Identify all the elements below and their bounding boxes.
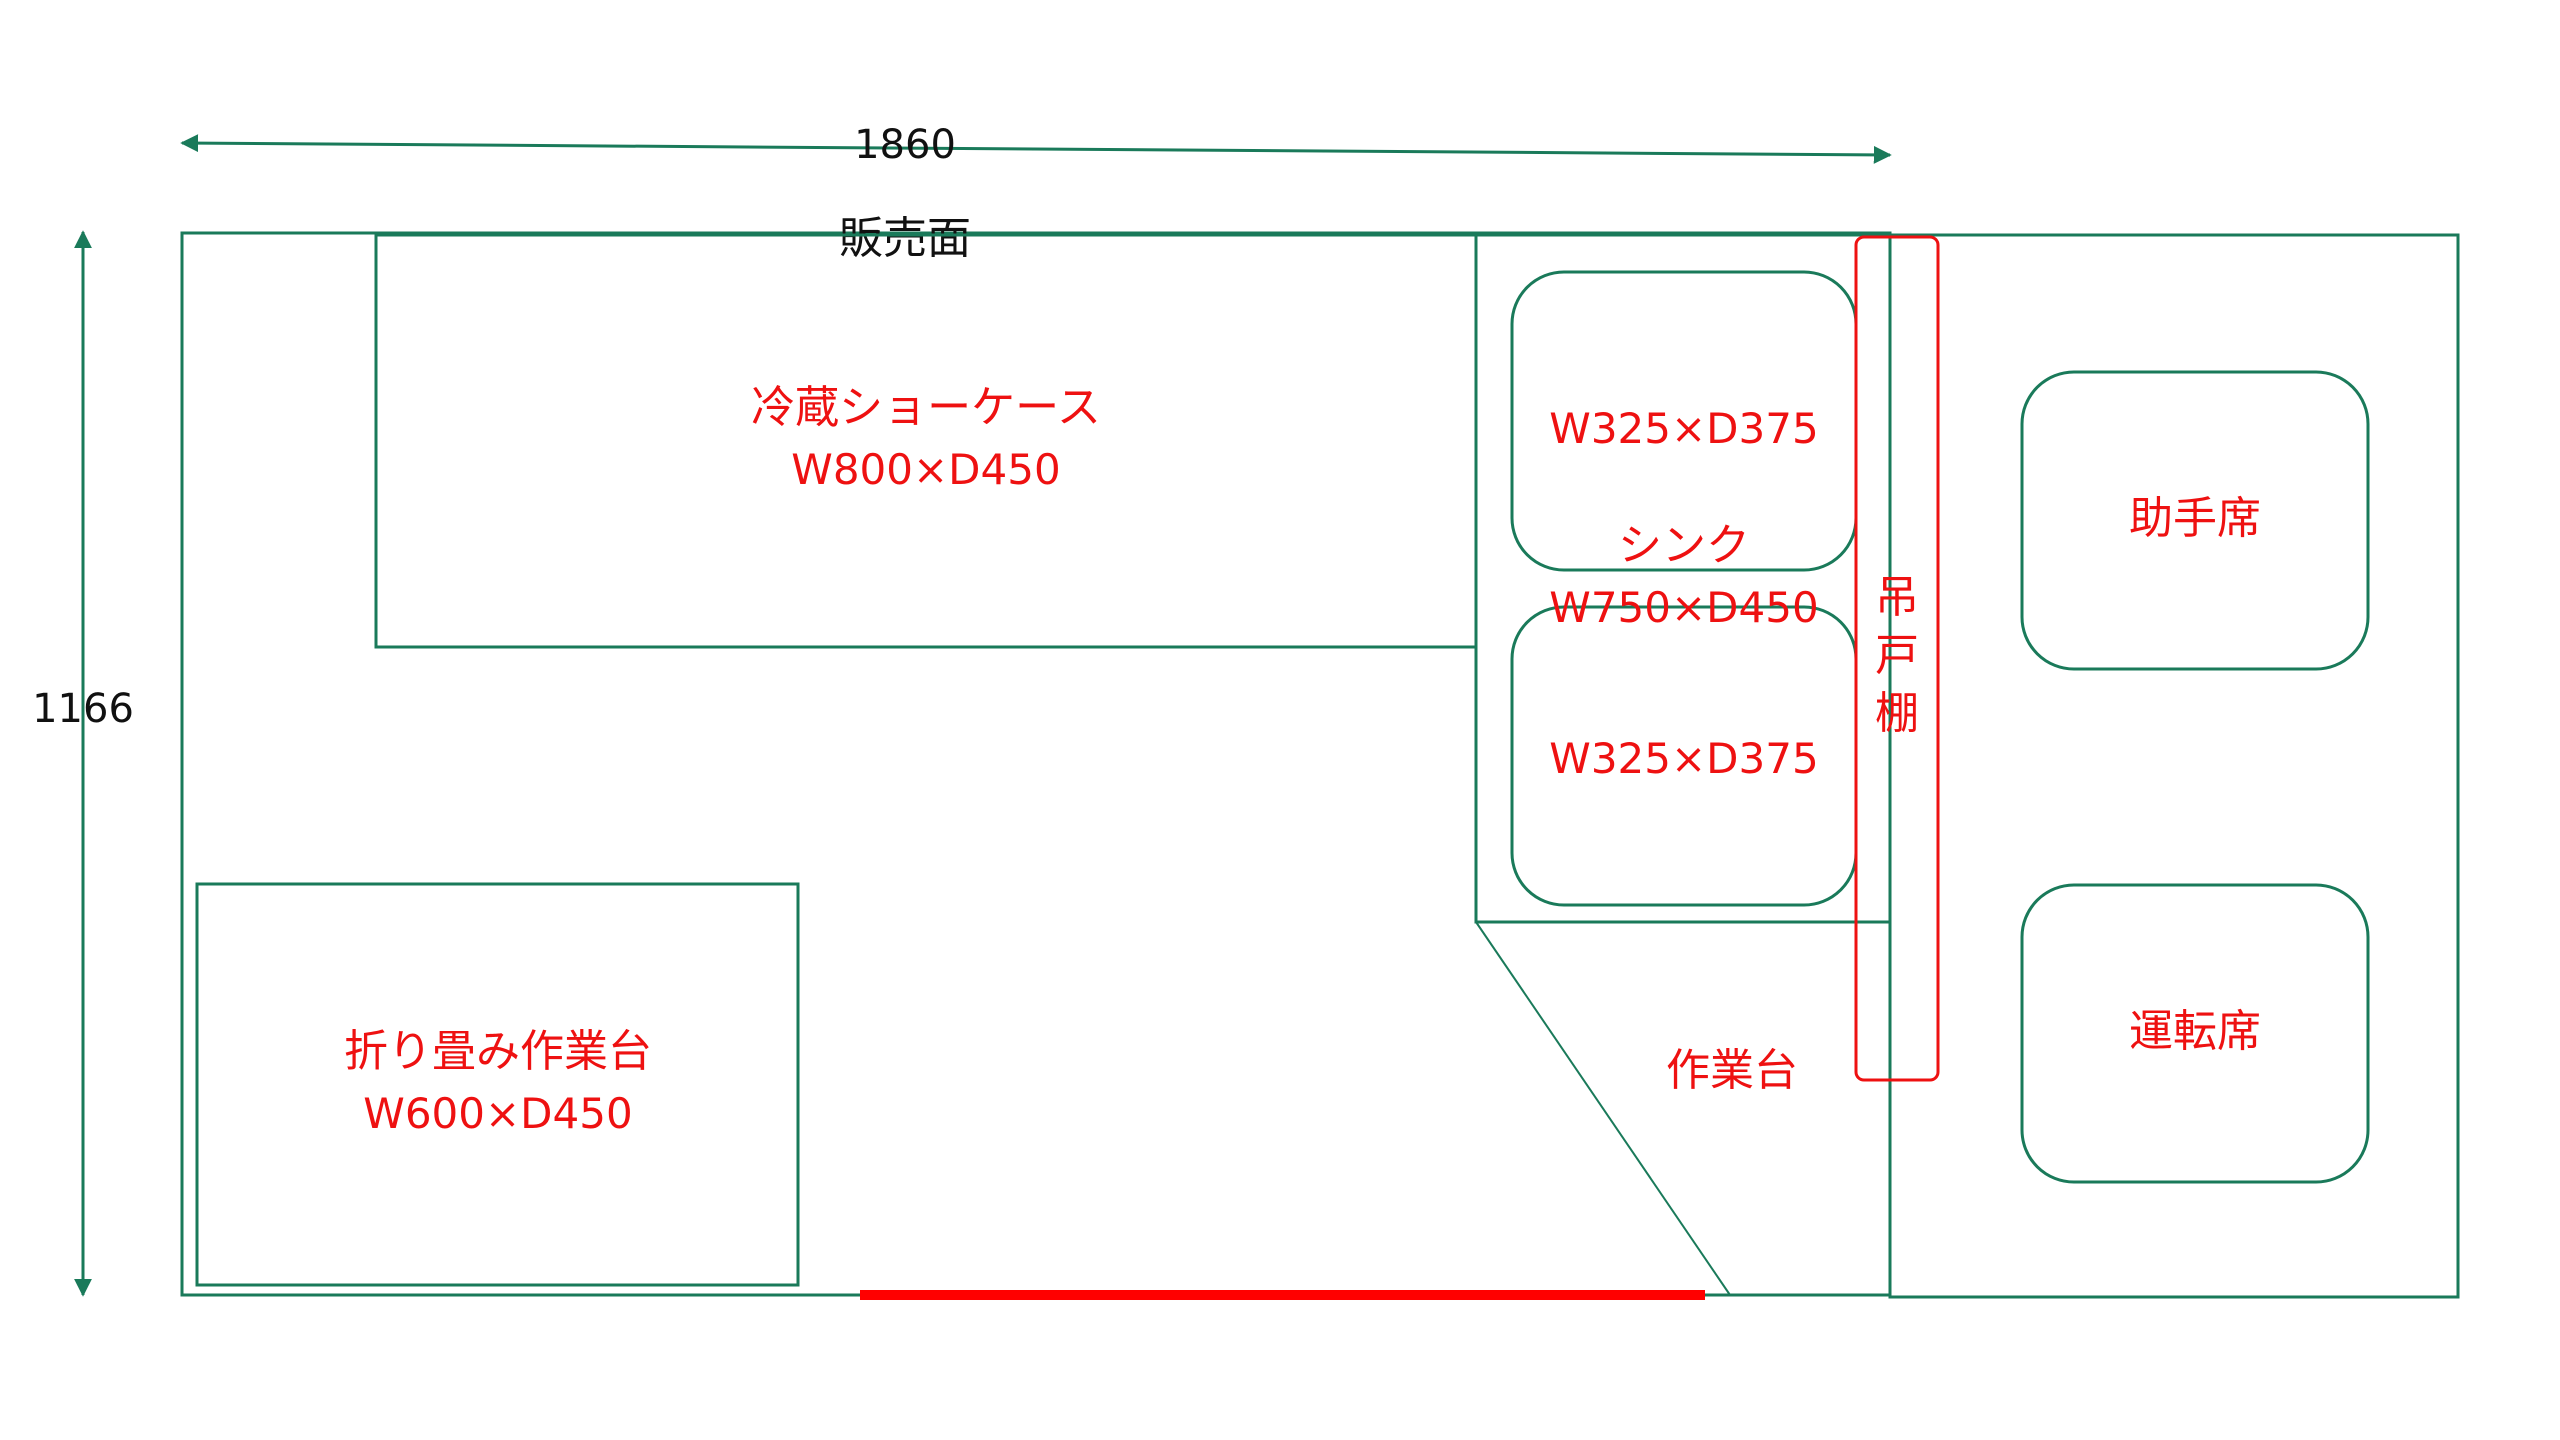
- folding-work-table: [195, 882, 800, 1287]
- hanging-shelf-char-1: 吊: [1875, 572, 1919, 623]
- showcase-name: 冷蔵ショーケース: [751, 382, 1101, 433]
- cab-area-outline: [1888, 233, 2460, 1299]
- hanging-shelf-char-3: 棚: [1875, 688, 1919, 739]
- refrigerated-showcase: [374, 233, 1478, 649]
- driver-seat-label: 運転席: [2129, 1006, 2261, 1057]
- width-dimension-label: 1860: [854, 122, 956, 168]
- sink-basin-bottom-size: W325×D375: [1549, 734, 1818, 783]
- folding-table-name: 折り畳み作業台: [344, 1026, 652, 1077]
- showcase-size: W800×D450: [791, 445, 1060, 494]
- driver-seat: [2020, 883, 2370, 1184]
- sink-basin-top-size: W325×D375: [1549, 404, 1818, 453]
- work-table-diagonal: [1475, 921, 1731, 1296]
- sink-size: W750×D450: [1549, 583, 1818, 632]
- height-dimension-label: 1166: [32, 686, 134, 732]
- passenger-seat-label: 助手席: [2129, 493, 2261, 544]
- sink-unit: [1474, 233, 1892, 924]
- hanging-shelf: [1854, 235, 1940, 1082]
- hanging-shelf-char-2: 戸: [1875, 630, 1919, 681]
- passenger-seat: [2020, 370, 2370, 671]
- folding-table-size: W600×D450: [363, 1089, 632, 1138]
- sink-name: シンク: [1618, 520, 1750, 571]
- width-dimension-arrow: [180, 134, 1892, 164]
- sales-side-label: 販売面: [839, 213, 971, 264]
- work-table-name: 作業台: [1666, 1045, 1798, 1096]
